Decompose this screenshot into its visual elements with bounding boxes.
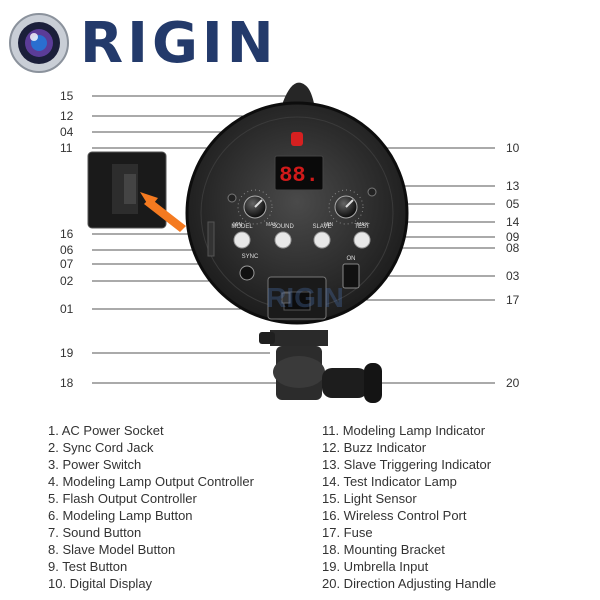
legend-item: 3. Power Switch xyxy=(48,457,142,472)
callout-numbers-left: 15 12 04 11 16 06 07 02 01 19 18 xyxy=(60,89,74,390)
knob-right-min-label: MIN xyxy=(324,222,334,228)
parts-legend: 1. AC Power Socket 2. Sync Cord Jack 3. … xyxy=(0,422,600,600)
watermark: RIGIN xyxy=(266,282,344,313)
legend-item: 11. Modeling Lamp Indicator xyxy=(322,423,486,438)
sync-label: SYNC xyxy=(242,254,259,260)
sound-button[interactable] xyxy=(274,231,292,249)
callout-15: 15 xyxy=(60,89,74,103)
sound-button-label: SOUND xyxy=(272,224,294,230)
legend-item: 17. Fuse xyxy=(322,525,373,540)
callout-16: 16 xyxy=(60,227,74,241)
knob-left-max-label: MAX xyxy=(266,222,278,228)
test-button[interactable] xyxy=(353,231,371,249)
callout-06: 06 xyxy=(60,243,74,257)
legend-item: 4. Modeling Lamp Output Controller xyxy=(48,474,254,489)
knob-left-min-label: MIN xyxy=(233,222,243,228)
fuse xyxy=(281,292,291,304)
legend-item: 12. Buzz Indicator xyxy=(322,440,427,455)
legend-item: 5. Flash Output Controller xyxy=(48,491,197,506)
legend-column-left: 1. AC Power Socket 2. Sync Cord Jack 3. … xyxy=(48,422,254,592)
callout-19: 19 xyxy=(60,346,74,360)
callout-05: 05 xyxy=(506,197,520,211)
modeling-lamp-button[interactable] xyxy=(233,231,251,249)
flash-output-knob[interactable] xyxy=(328,189,364,225)
display-readout: 88. xyxy=(279,163,319,188)
modeling-lamp-indicator xyxy=(227,193,237,203)
legend-item: 19. Umbrella Input xyxy=(322,559,429,574)
legend-item: 14. Test Indicator Lamp xyxy=(322,474,457,489)
mounting-bracket xyxy=(259,330,328,400)
legend-column-right: 11. Modeling Lamp Indicator 12. Buzz Ind… xyxy=(322,422,496,592)
on-label: ON xyxy=(347,256,356,262)
callout-12: 12 xyxy=(60,109,74,123)
callout-02: 02 xyxy=(60,274,74,288)
legend-item: 6. Modeling Lamp Button xyxy=(48,508,193,523)
camera-lens-icon xyxy=(9,13,69,73)
legend-item: 20. Direction Adjusting Handle xyxy=(322,576,497,591)
callout-03: 03 xyxy=(506,269,520,283)
slave-trigger-indicator xyxy=(367,187,377,197)
legend-item: 9. Test Button xyxy=(48,559,128,574)
digital-display: 88. xyxy=(274,155,324,191)
callout-10: 10 xyxy=(506,141,520,155)
callout-14: 14 xyxy=(506,215,520,229)
callout-01: 01 xyxy=(60,302,74,316)
power-switch[interactable] xyxy=(342,263,360,289)
callout-18: 18 xyxy=(60,376,74,390)
callout-20: 20 xyxy=(506,376,520,390)
legend-item: 15. Light Sensor xyxy=(322,491,417,506)
legend-item: 2. Sync Cord Jack xyxy=(48,440,154,455)
slave-model-button[interactable] xyxy=(313,231,331,249)
brand-logo: RIGIN xyxy=(8,8,388,80)
callout-11: 11 xyxy=(60,141,73,155)
knob-right-max-label: MAX xyxy=(357,222,369,228)
callout-08: 08 xyxy=(506,241,520,255)
legend-item: 18. Mounting Bracket xyxy=(322,542,445,557)
callout-13: 13 xyxy=(506,179,520,193)
test-button-label: TEST xyxy=(354,224,370,230)
modeling-lamp-output-knob[interactable] xyxy=(237,189,273,225)
wireless-control-port xyxy=(207,221,215,257)
flash-unit-diagram: 88. MIN MAX MIN MAX MODEL SOUND SLAVE TE… xyxy=(60,82,520,403)
model-button-label: MODEL xyxy=(231,224,253,230)
legend-item: 16. Wireless Control Port xyxy=(322,508,467,523)
legend-item: 7. Sound Button xyxy=(48,525,142,540)
callout-07: 07 xyxy=(60,257,74,271)
legend-item: 13. Slave Triggering Indicator xyxy=(322,457,492,472)
callout-numbers-right: 10 13 05 14 09 08 03 17 20 xyxy=(506,141,520,390)
callout-09: 09 xyxy=(506,230,520,244)
inset-closeup xyxy=(87,151,186,232)
legend-item: 1. AC Power Socket xyxy=(48,423,164,438)
sync-cord-jack[interactable] xyxy=(239,265,255,281)
legend-item: 10. Digital Display xyxy=(48,576,153,591)
legend-item: 8. Slave Model Button xyxy=(48,542,176,557)
callout-04: 04 xyxy=(60,125,74,139)
slave-button-label: SLAVE xyxy=(313,224,332,230)
brand-name: RIGIN xyxy=(80,11,278,76)
callout-17: 17 xyxy=(506,293,520,307)
arrow-icon xyxy=(144,198,186,232)
light-sensor xyxy=(291,132,303,146)
direction-adjusting-handle[interactable] xyxy=(322,363,382,403)
